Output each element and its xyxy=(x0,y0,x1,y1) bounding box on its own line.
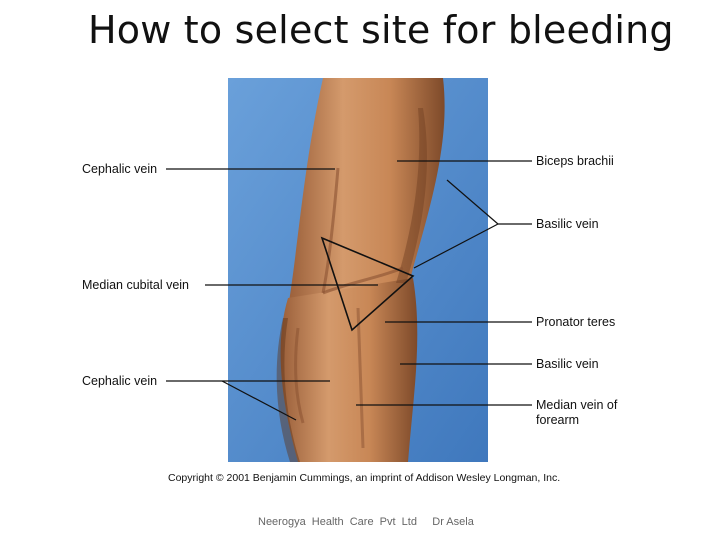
label-pronator-teres: Pronator teres xyxy=(536,315,616,329)
label-median-vein-forearm-line2: forearm xyxy=(536,413,580,427)
slide-footer: Neerogya Health Care Pvt Ltd Dr Asela xyxy=(258,516,474,528)
leader-basilic-upper-branch-2 xyxy=(413,223,499,269)
arm-illustration xyxy=(228,78,488,462)
leader-cephalic-lower-branch xyxy=(221,380,297,421)
leader-basilic-upper-branch-1 xyxy=(446,179,499,225)
label-median-cubital-vein: Median cubital vein xyxy=(82,278,190,292)
label-basilic-vein-lower: Basilic vein xyxy=(536,357,599,371)
label-median-vein-forearm-line1: Median vein of xyxy=(536,398,618,412)
arm-anatomy-photo xyxy=(228,78,488,462)
antecubital-triangle xyxy=(320,236,415,332)
label-biceps-brachii: Biceps brachii xyxy=(536,154,614,168)
label-basilic-vein-upper: Basilic vein xyxy=(536,217,599,231)
label-cephalic-vein-upper: Cephalic vein xyxy=(82,162,158,176)
label-cephalic-vein-lower: Cephalic vein xyxy=(82,374,158,388)
figure-copyright: Copyright © 2001 Benjamin Cummings, an i… xyxy=(168,472,561,484)
forearm-shape xyxy=(280,278,418,462)
upper-arm-shape xyxy=(288,78,445,308)
slide-title: How to select site for bleeding xyxy=(88,8,674,52)
